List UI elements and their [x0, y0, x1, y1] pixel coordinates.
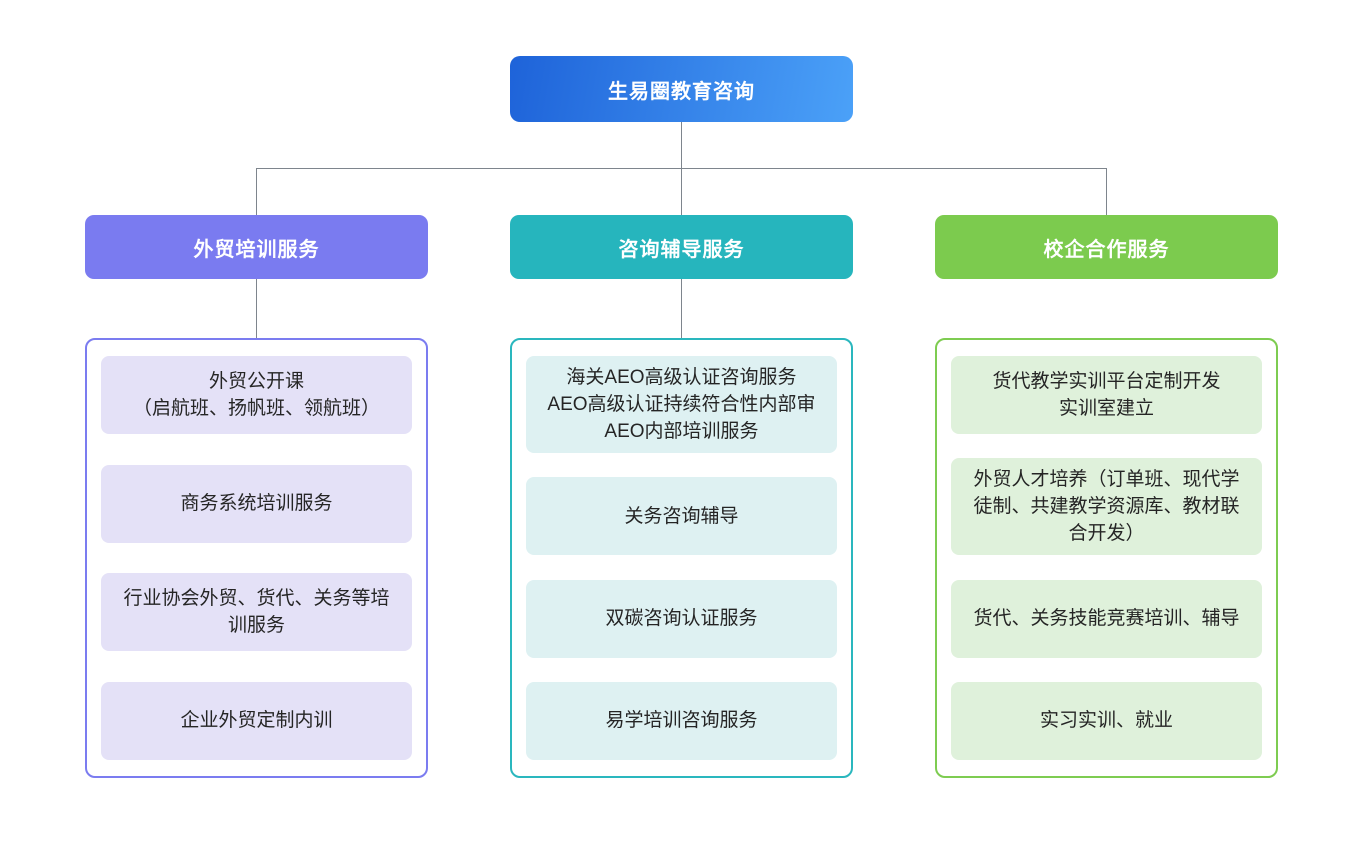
branch-header-trade-training: 外贸培训服务 — [85, 215, 428, 279]
branch-label: 校企合作服务 — [1043, 238, 1170, 261]
branch-label: 外贸培训服务 — [193, 238, 320, 261]
connector-drop-center — [681, 168, 682, 215]
branch-box-trade-training: 外贸公开课 （启航班、扬帆班、领航班） 商务系统培训服务 行业协会外贸、货代、关… — [85, 338, 428, 778]
branch-label: 咨询辅导服务 — [618, 238, 745, 261]
service-item: 实习实训、就业 — [951, 681, 1262, 760]
service-item: 易学培训咨询服务 — [526, 681, 837, 760]
service-item: 商务系统培训服务 — [101, 464, 412, 543]
service-item: 海关AEO高级认证咨询服务 AEO高级认证持续符合性内部审 AEO内部培训服务 — [526, 356, 837, 453]
service-item: 企业外贸定制内训 — [101, 681, 412, 760]
service-item: 行业协会外贸、货代、关务等培训服务 — [101, 573, 412, 652]
service-item: 关务咨询辅导 — [526, 477, 837, 556]
connector-drop-right — [1106, 168, 1107, 215]
branch-header-school-enterprise: 校企合作服务 — [935, 215, 1278, 279]
branch-header-consulting-coaching: 咨询辅导服务 — [510, 215, 853, 279]
root-node: 生易圈教育咨询 — [510, 56, 853, 122]
branch-box-school-enterprise: 货代教学实训平台定制开发 实训室建立 外贸人才培养（订单班、现代学徒制、共建教学… — [935, 338, 1278, 778]
service-item: 货代、关务技能竞赛培训、辅导 — [951, 579, 1262, 658]
branch-box-consulting-coaching: 海关AEO高级认证咨询服务 AEO高级认证持续符合性内部审 AEO内部培训服务 … — [510, 338, 853, 778]
service-item: 外贸人才培养（订单班、现代学徒制、共建教学资源库、教材联合开发） — [951, 458, 1262, 556]
service-item: 货代教学实训平台定制开发 实训室建立 — [951, 356, 1262, 434]
root-label: 生易圈教育咨询 — [608, 80, 755, 103]
connector-drop-left — [256, 168, 257, 215]
connector-child-left — [256, 279, 257, 338]
connector-child-center — [681, 279, 682, 338]
service-item: 双碳咨询认证服务 — [526, 579, 837, 658]
connector-root-drop — [681, 122, 682, 168]
service-item: 外贸公开课 （启航班、扬帆班、领航班） — [101, 356, 412, 434]
